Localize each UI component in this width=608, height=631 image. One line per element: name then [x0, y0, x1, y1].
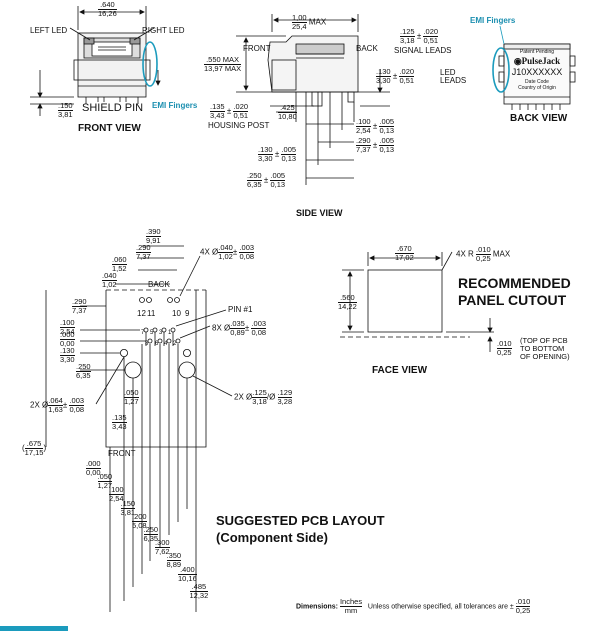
back-plate-date: Date Code: [525, 79, 549, 85]
pcb-mid-pin-3: 3: [159, 330, 163, 336]
back-plate-model: J10XXXXXX: [511, 67, 563, 77]
side-view-connector: [236, 14, 390, 185]
pcb-pin-9: 9: [185, 309, 190, 318]
back-view-connector: [498, 43, 576, 110]
pcb-title: SUGGESTED PCB LAYOUT(Component Side): [216, 513, 385, 545]
pcb-pin-10: 10: [172, 309, 181, 318]
pcb-bot-pin-2: 2: [173, 341, 177, 347]
shield-pin-label: SHIELD PIN: [82, 102, 144, 114]
face-view-cutout: [340, 251, 494, 352]
emi-fingers-front-label: EMI Fingers: [152, 101, 198, 110]
pcb-front-label: FRONT: [108, 449, 136, 458]
left-led-label: LEFT LED: [30, 26, 68, 35]
pcb-pin-12: 12: [137, 309, 146, 318]
led-leads-label-1: LED: [440, 68, 456, 77]
emi-fingers-front-marker: [142, 41, 158, 87]
emi-fingers-back-label: EMI Fingers: [470, 16, 516, 25]
accent-bar: [0, 626, 68, 631]
front-view-title: FRONT VIEW: [78, 123, 141, 134]
signal-leads-label: SIGNAL LEADS: [394, 46, 452, 55]
face-view-title: FACE VIEW: [372, 365, 428, 376]
pcb-pin1-label: PIN #1: [228, 305, 253, 314]
pcb-bot-pin-8: 8: [145, 341, 149, 347]
side-front-label: FRONT: [243, 44, 271, 53]
emi-fingers-back-marker: [492, 47, 510, 93]
housing-post-label: HOUSING POST: [208, 121, 270, 130]
led-leads-label-2: LEADS: [440, 76, 467, 85]
pcb-pin-holes: [120, 297, 196, 379]
pcb-bot-pin-4: 4: [164, 341, 168, 347]
back-plate-country: Country of Origin: [518, 85, 556, 91]
pcb-mid-pin-5: 5: [150, 330, 154, 336]
side-back-label: BACK: [356, 44, 378, 53]
pcb-pin-11: 11: [147, 309, 156, 318]
pcb-back-label: BACK: [148, 280, 170, 289]
pcb-mid-pin-1: 1: [168, 330, 172, 336]
pcb-mid-pin-7: 7: [141, 330, 145, 336]
front-view-connector: [30, 6, 161, 116]
side-view-title: SIDE VIEW: [296, 208, 343, 218]
right-led-label: RIGHT LED: [142, 26, 185, 35]
back-view-title: BACK VIEW: [510, 113, 568, 124]
pcb-bot-pin-6: 6: [155, 341, 159, 347]
back-plate-brand: ◉PulseJack: [513, 56, 561, 66]
pulsejack-logo-icon: ◉: [513, 56, 522, 66]
back-plate-patent: Patent Pending: [519, 49, 555, 55]
